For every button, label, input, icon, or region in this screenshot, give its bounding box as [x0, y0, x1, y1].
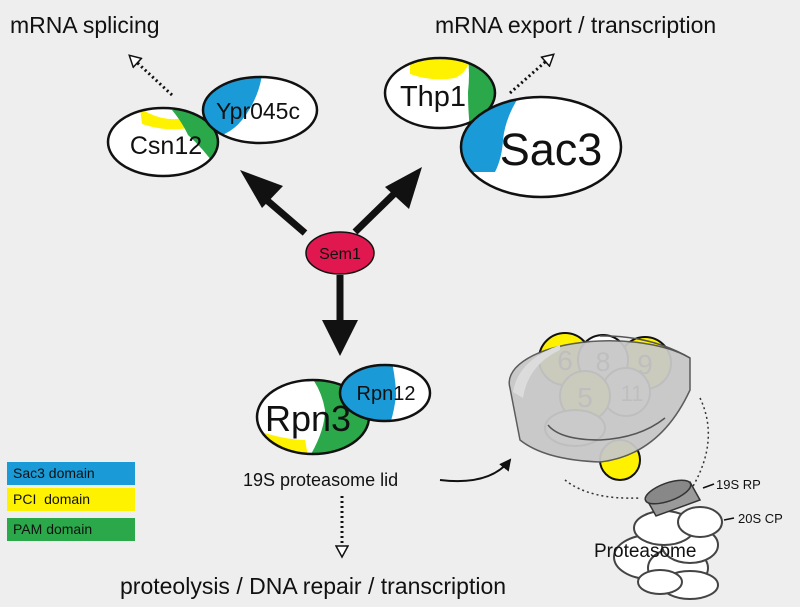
proteasome-lid-drum: 9 6 8 11 5 [508, 332, 691, 481]
ypr045c-label: Ypr045c [216, 98, 300, 124]
proteasome-small [613, 479, 723, 600]
thp1-label: Thp1 [400, 81, 466, 113]
ypr045c-protein: Ypr045c [201, 75, 319, 145]
legend-pci-label: PCI domain [13, 491, 91, 507]
lid-label: 19S proteasome lid [243, 470, 398, 490]
proteasome-label: Proteasome [594, 541, 696, 562]
rp-label: 19S RP [716, 477, 761, 492]
lid-to-proteasome-arrow [439, 458, 512, 483]
legend-pam-label: PAM domain [13, 521, 93, 537]
sem1-to-sac3-arrowhead [385, 167, 422, 209]
sem1-protein: Sem1 [305, 231, 375, 275]
rpn3-label: Rpn3 [265, 398, 351, 439]
export-heading: mRNA export / transcription [435, 12, 716, 38]
legend-pam-domain: PAM domain [7, 518, 135, 541]
sac3-label: Sac3 [500, 124, 603, 175]
splicing-arrow [130, 56, 174, 97]
csn12-label: Csn12 [130, 132, 202, 160]
splicing-heading: mRNA splicing [10, 12, 160, 38]
sem1-to-rpn3-arrowhead [322, 320, 358, 356]
rp-pointer [702, 483, 715, 489]
legend-pci-domain: PCI domain [7, 488, 135, 511]
rpn12-label: Rpn12 [357, 383, 416, 405]
sem1-to-sac3-arrow [352, 187, 401, 235]
sem1-label: Sem1 [319, 246, 361, 263]
zoom-line-left [564, 479, 641, 499]
legend-sac3-label: Sac3 domain [13, 465, 95, 481]
legend-sac3-domain: Sac3 domain [7, 462, 135, 485]
export-arrow [509, 55, 553, 95]
sem1-to-csn-arrow [259, 193, 308, 236]
cp-pointer [723, 517, 735, 521]
rpn12-protein: Rpn12 [338, 363, 432, 423]
sem1-to-csn-arrowhead [240, 170, 283, 208]
zoom-line-right [691, 397, 710, 489]
proteolysis-heading: proteolysis / DNA repair / transcription [120, 573, 506, 599]
cp-label: 20S CP [738, 511, 783, 526]
